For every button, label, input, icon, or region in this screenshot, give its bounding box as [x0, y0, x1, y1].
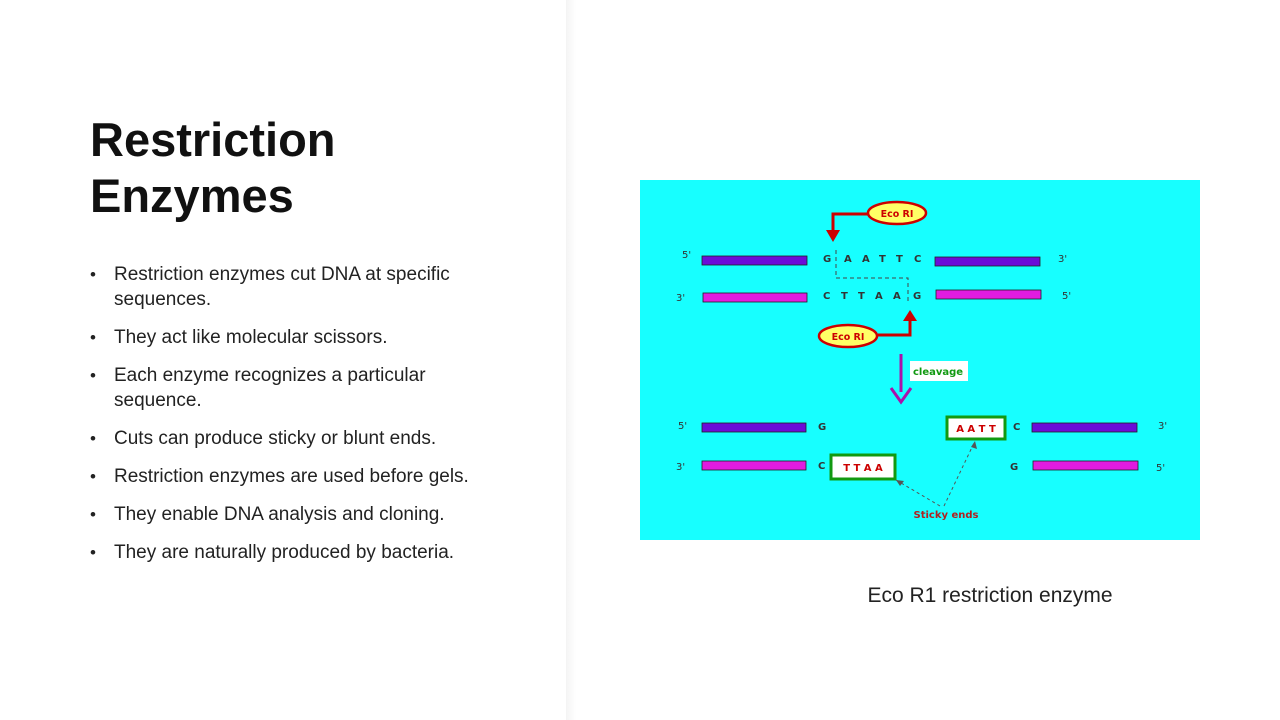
enzyme-arrow-bottom-head — [903, 310, 917, 321]
title-line-1: Restriction — [90, 113, 336, 166]
label-5prime-top: 5' — [682, 250, 691, 261]
sticky-pointer-left-head — [896, 480, 904, 486]
slide-title: Restriction Enzymes — [90, 112, 530, 224]
enzyme-ellipse-top — [866, 200, 928, 226]
sticky-box-top — [945, 415, 1007, 441]
base-bottom-1: T — [841, 291, 848, 302]
label-3prime-after-bottom: 3' — [676, 462, 685, 473]
base-after-top-right: C — [1013, 422, 1020, 433]
sticky-pointer-right-head — [971, 441, 977, 449]
base-after-bottom-right: G — [1010, 462, 1018, 473]
label-3prime-after-top: 3' — [1158, 421, 1167, 432]
bullet-list: Restriction enzymes cut DNA at specific … — [90, 262, 510, 578]
enzyme-label-bottom: Eco RI — [832, 332, 865, 343]
strand-bottom-left — [702, 292, 808, 303]
strand-bottom-right — [935, 289, 1042, 300]
base-bottom-5: G — [913, 291, 921, 302]
strand-top-left — [701, 255, 808, 266]
base-bottom-2: T — [858, 291, 865, 302]
panel-divider — [566, 0, 576, 720]
bullet-item: Restriction enzymes cut DNA at specific … — [90, 262, 510, 312]
base-top-4: T — [896, 254, 903, 265]
enzyme-arrow-bottom — [878, 318, 912, 337]
title-line-2: Enzymes — [90, 169, 294, 222]
enzyme-arrow-top — [831, 212, 870, 234]
bullet-item: Restriction enzymes are used before gels… — [90, 464, 510, 489]
bullet-item: They act like molecular scissors. — [90, 325, 510, 350]
base-after-bottom-left: C — [818, 461, 825, 472]
label-5prime-bottom: 5' — [1062, 291, 1071, 302]
label-3prime-top: 3' — [1058, 254, 1067, 265]
base-after-top-left: G — [818, 422, 826, 433]
base-top-1: A — [844, 254, 852, 265]
bullet-item: Cuts can produce sticky or blunt ends. — [90, 426, 510, 451]
strand-after-top-left — [701, 422, 807, 433]
base-top-3: T — [879, 254, 886, 265]
strand-after-top-right — [1031, 422, 1138, 433]
base-bottom-4: A — [893, 291, 901, 302]
enzyme-arrow-top-head — [826, 230, 840, 242]
sticky-seq-top: A A T T — [956, 424, 996, 435]
enzyme-label-top: Eco RI — [881, 209, 914, 220]
diagram-caption: Eco R1 restriction enzyme — [867, 584, 1113, 607]
base-bottom-3: A — [875, 291, 883, 302]
sticky-box-bottom — [829, 453, 897, 481]
cleavage-label: cleavage — [913, 367, 963, 378]
label-5prime-after-top: 5' — [678, 421, 687, 432]
sticky-pointer-right — [943, 440, 976, 507]
bullet-item: They are naturally produced by bacteria. — [90, 540, 510, 565]
sticky-pointer-left — [895, 479, 941, 507]
label-3prime-bottom: 3' — [676, 293, 685, 304]
base-bottom-0: C — [823, 291, 830, 302]
ecori-diagram: 5' 3' 3' 5' G A A T T C C T T A A G Eco … — [640, 180, 1200, 540]
strand-top-right — [934, 256, 1041, 267]
cleavage-label-box — [910, 361, 968, 381]
strand-after-bottom-right — [1032, 460, 1139, 471]
strand-after-bottom-left — [701, 460, 807, 471]
bullet-item: Each enzyme recognizes a particular sequ… — [90, 363, 510, 413]
bullet-item: They enable DNA analysis and cloning. — [90, 502, 510, 527]
base-top-2: A — [862, 254, 870, 265]
sticky-ends-label: Sticky ends — [914, 510, 979, 521]
enzyme-ellipse-bottom — [817, 323, 879, 349]
cut-line — [835, 250, 909, 304]
base-top-5: C — [914, 254, 921, 265]
label-5prime-after-bottom: 5' — [1156, 463, 1165, 474]
diagram-background — [640, 180, 1200, 540]
sticky-seq-bottom: T T A A — [843, 463, 883, 474]
base-top-0: G — [823, 254, 831, 265]
cleavage-arrow-head — [889, 387, 913, 405]
